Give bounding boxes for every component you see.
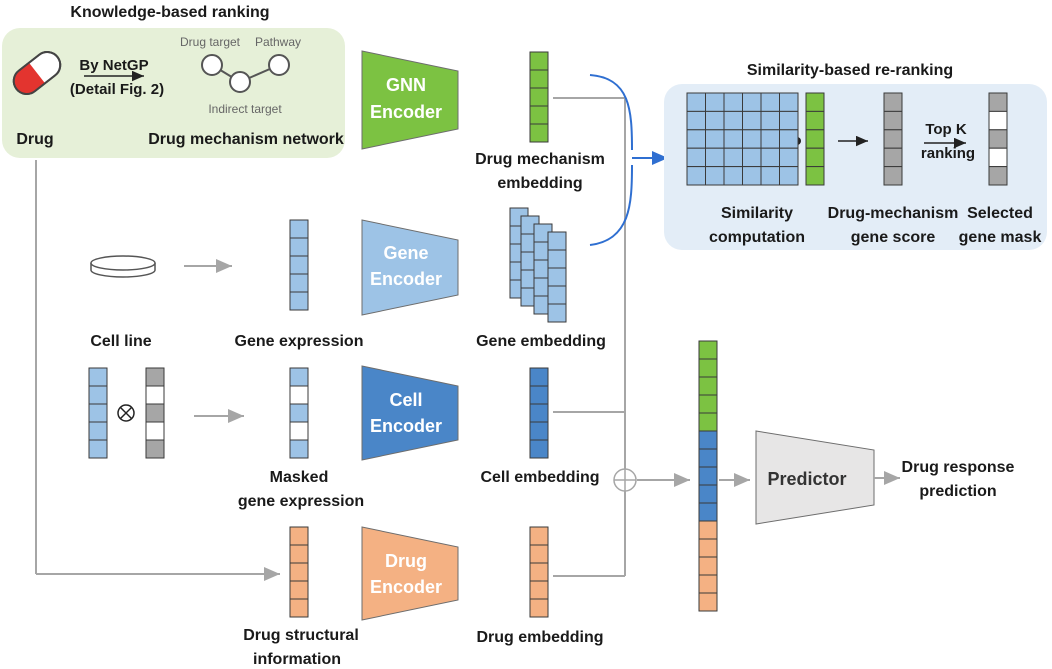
drug-encoder <box>361 526 459 621</box>
gene-emb-label: Gene embedding <box>476 333 606 350</box>
masked-label-1: Masked <box>270 469 329 486</box>
drug-structural-vector <box>289 526 309 618</box>
similarity-matrix-col-4 <box>742 92 762 186</box>
gene-encoder-line1: Gene <box>383 243 428 263</box>
drug-label: Drug <box>16 131 53 148</box>
cell-embedding-vector <box>529 367 549 459</box>
sim-comp-label-2: computation <box>709 229 805 246</box>
predictor <box>755 430 875 525</box>
cell-emb-label: Cell embedding <box>480 469 599 486</box>
score-label-1: Drug-mechanism <box>828 205 959 222</box>
similarity-title: Similarity-based re-ranking <box>747 62 953 79</box>
masked-gene-expression-vector <box>289 367 309 459</box>
score-label-2: gene score <box>851 229 936 246</box>
cell-line-vector <box>88 367 108 459</box>
drug-emb-label: Drug embedding <box>476 629 603 646</box>
panel-green-vector <box>805 92 825 186</box>
similarity-matrix-col-6 <box>779 92 799 186</box>
drug-encoder-line1: Drug <box>385 551 427 571</box>
gene-embedding-vector-4 <box>547 231 567 323</box>
output-label-1: Drug response <box>902 459 1015 476</box>
mask-vector <box>145 367 165 459</box>
drug-mech-emb-label-1: Drug mechanism <box>475 151 605 168</box>
cell-encoder-line1: Cell <box>389 390 422 410</box>
predictor-label: Predictor <box>767 469 846 489</box>
drug-structural-label-2: information <box>253 651 341 668</box>
gray-connectors <box>35 97 900 581</box>
output-label-2: prediction <box>919 483 996 500</box>
knowledge-title: Knowledge-based ranking <box>70 4 269 21</box>
masked-label-2: gene expression <box>238 493 364 510</box>
network-label: Drug mechanism network <box>148 131 344 148</box>
drug-mechanism-embedding-vector <box>529 51 549 143</box>
blue-connectors <box>589 74 668 246</box>
similarity-matrix-col-3 <box>723 92 743 186</box>
vector-group <box>88 51 1008 618</box>
petri-dish-icon <box>90 255 156 278</box>
drug-embedding-vector <box>529 526 549 618</box>
by-netgp-label: By NetGP <box>79 57 148 74</box>
cell-line-label: Cell line <box>90 333 151 350</box>
gene-encoder <box>361 219 459 316</box>
topk-label-1: Top K <box>925 121 967 138</box>
gene-encoder-line2: Encoder <box>370 269 442 289</box>
similarity-matrix-col-2 <box>705 92 725 186</box>
gene-expression-vector <box>289 219 309 311</box>
drug-mech-emb-label-2: embedding <box>497 175 582 192</box>
mask-label-2: gene mask <box>959 229 1042 246</box>
topk-label-2: ranking <box>921 145 975 162</box>
mask-label-1: Selected <box>967 205 1033 222</box>
gene-score-vector <box>883 92 903 186</box>
pathway-label: Pathway <box>255 35 301 49</box>
similarity-matrix-col-1 <box>686 92 706 186</box>
similarity-matrix-col-5 <box>760 92 780 186</box>
gnn-encoder-line2: Encoder <box>370 102 442 122</box>
multiply-icon <box>117 404 135 422</box>
cell-encoder <box>361 365 459 461</box>
drug-target-label: Drug target <box>180 35 241 49</box>
gnn-encoder <box>361 50 459 150</box>
mechanism-network-icon <box>201 54 290 93</box>
gene-expression-label: Gene expression <box>235 333 364 350</box>
knowledge-panel <box>2 28 345 158</box>
concatenated-vector <box>698 340 718 612</box>
cell-encoder-line2: Encoder <box>370 416 442 436</box>
drug-structural-label-1: Drug structural <box>243 627 359 644</box>
selected-mask-vector <box>988 92 1008 186</box>
gnn-encoder-line1: GNN <box>386 75 426 95</box>
drug-pill-icon <box>12 50 62 96</box>
sim-comp-label-1: Similarity <box>721 205 793 222</box>
detail-label: (Detail Fig. 2) <box>70 81 164 98</box>
drug-encoder-line2: Encoder <box>370 577 442 597</box>
indirect-target-label: Indirect target <box>208 102 282 116</box>
